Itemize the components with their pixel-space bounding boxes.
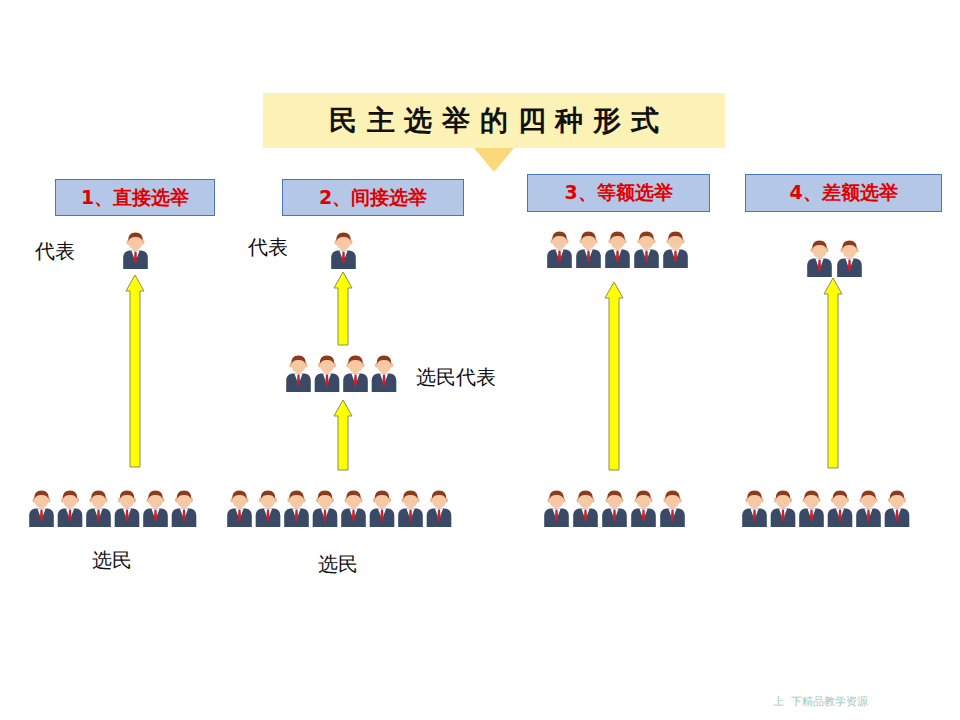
person-icon [284, 491, 309, 527]
up-arrows [126, 272, 842, 470]
person-icon [29, 491, 54, 527]
up-arrow [334, 400, 352, 470]
person-icon [828, 491, 853, 527]
person-icon [573, 491, 598, 527]
person-icon [343, 356, 368, 392]
title-pointer [474, 148, 514, 172]
person-icon [602, 491, 627, 527]
person-icon [115, 491, 140, 527]
person-icon [660, 491, 685, 527]
person-icon [663, 232, 688, 268]
box-heading: 3、等额选举 [564, 180, 672, 206]
role-label: 选民 [318, 551, 358, 578]
person-icon [631, 491, 656, 527]
person-icon [856, 491, 881, 527]
person-icon [837, 241, 862, 277]
up-arrow [824, 278, 842, 468]
person-icons [29, 232, 909, 527]
person-icon [576, 232, 601, 268]
up-arrow [334, 272, 352, 345]
up-arrow [605, 282, 623, 470]
person-icon [86, 491, 111, 527]
person-icon [544, 491, 569, 527]
person-icon [799, 491, 824, 527]
person-icon [398, 491, 423, 527]
person-icon [605, 232, 630, 268]
person-icon [58, 491, 83, 527]
role-label: 代表 [248, 234, 288, 261]
person-icon [634, 232, 659, 268]
form-box: 1、直接选举 [55, 179, 215, 216]
person-icon [547, 232, 572, 268]
person-icon [315, 356, 340, 392]
person-icon [123, 233, 148, 269]
role-label: 代表 [35, 238, 75, 265]
person-icon [227, 491, 252, 527]
person-icon [256, 491, 281, 527]
person-icon [313, 491, 338, 527]
form-box: 3、等额选举 [527, 174, 710, 212]
person-icon [286, 356, 311, 392]
person-icon [331, 233, 356, 269]
role-label: 选民代表 [416, 364, 496, 391]
person-icon [143, 491, 168, 527]
up-arrow [126, 275, 144, 467]
person-icon [172, 491, 197, 527]
person-icon [885, 491, 910, 527]
watermark: 上 下精品教学资源 [773, 694, 868, 709]
person-icon [771, 491, 796, 527]
person-icon [341, 491, 366, 527]
person-icon [372, 356, 397, 392]
box-heading: 2、间接选举 [319, 185, 427, 211]
person-icon [370, 491, 395, 527]
role-label: 选民 [92, 547, 132, 574]
box-heading: 4、差额选举 [789, 180, 897, 206]
box-heading: 1、直接选举 [81, 185, 189, 211]
form-box: 2、间接选举 [282, 179, 464, 216]
form-box: 4、差额选举 [745, 174, 942, 212]
person-icon [742, 491, 767, 527]
diagram-title: 民 主 选 举 的 四 种 形 式 [263, 93, 725, 148]
person-icon [807, 241, 832, 277]
person-icon [427, 491, 452, 527]
